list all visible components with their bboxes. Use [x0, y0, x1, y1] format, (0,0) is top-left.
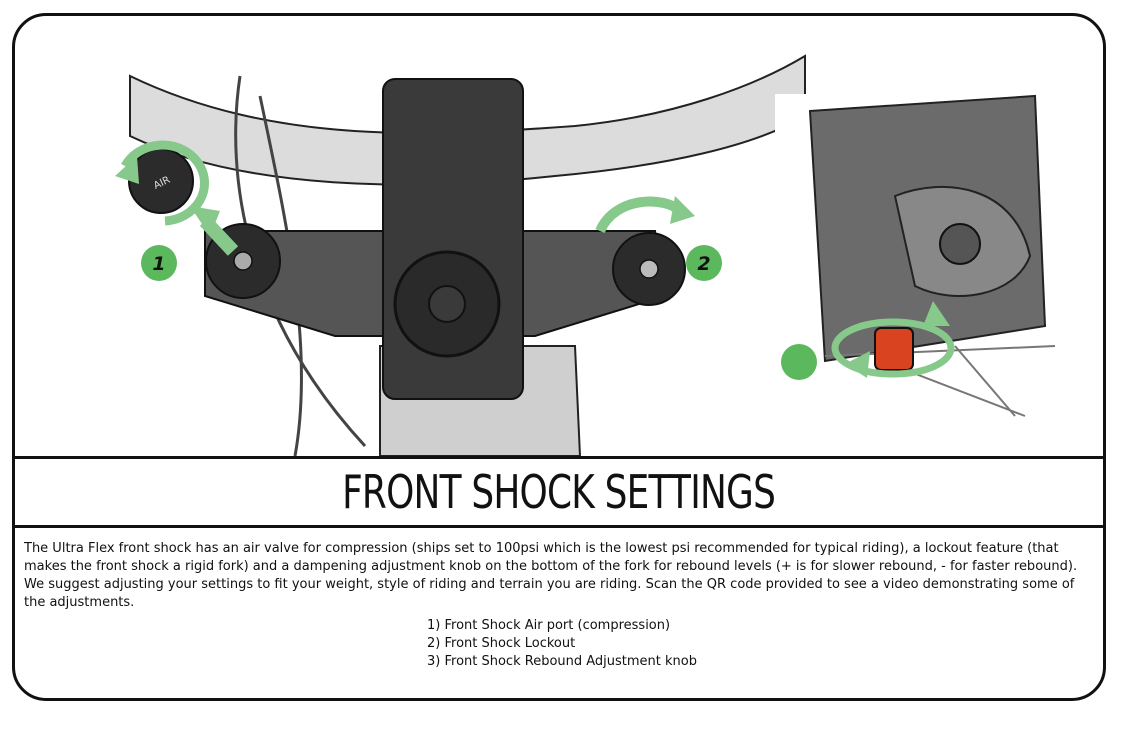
badge-one-label: 1	[152, 253, 165, 275]
page-frame: AIR 1	[12, 13, 1106, 701]
rotate-arrow-icon	[121, 140, 210, 226]
settings-list: 1) Front Shock Air port (compression) 2)…	[427, 617, 697, 671]
badge-two: 2	[686, 245, 722, 281]
fork-drawing: AIR 1	[115, 54, 1103, 456]
list-item: 2) Front Shock Lockout	[427, 636, 576, 651]
rebound-rotate-arrow-icon	[831, 318, 955, 378]
spoke	[824, 345, 1056, 357]
list-item: 3) Front Shock Rebound Adjustment knob	[427, 654, 697, 669]
rebound-knob	[874, 327, 914, 371]
axle-nut	[939, 223, 981, 265]
description-paragraph: The Ultra Flex front shock has an air va…	[24, 541, 1078, 610]
title-band: FRONT SHOCK SETTINGS	[15, 456, 1103, 528]
badge-two-label: 2	[697, 253, 710, 275]
badge-three	[781, 344, 817, 380]
arrow-head-icon	[115, 156, 139, 184]
air-valve	[233, 251, 253, 271]
lockout-rotate-arrow-icon	[595, 196, 684, 234]
page-title: FRONT SHOCK SETTINGS	[342, 465, 776, 519]
badge-one: 1	[141, 245, 177, 281]
list-item: 1) Front Shock Air port (compression)	[427, 618, 671, 633]
front-shock-illustration: AIR 1	[15, 16, 1103, 456]
